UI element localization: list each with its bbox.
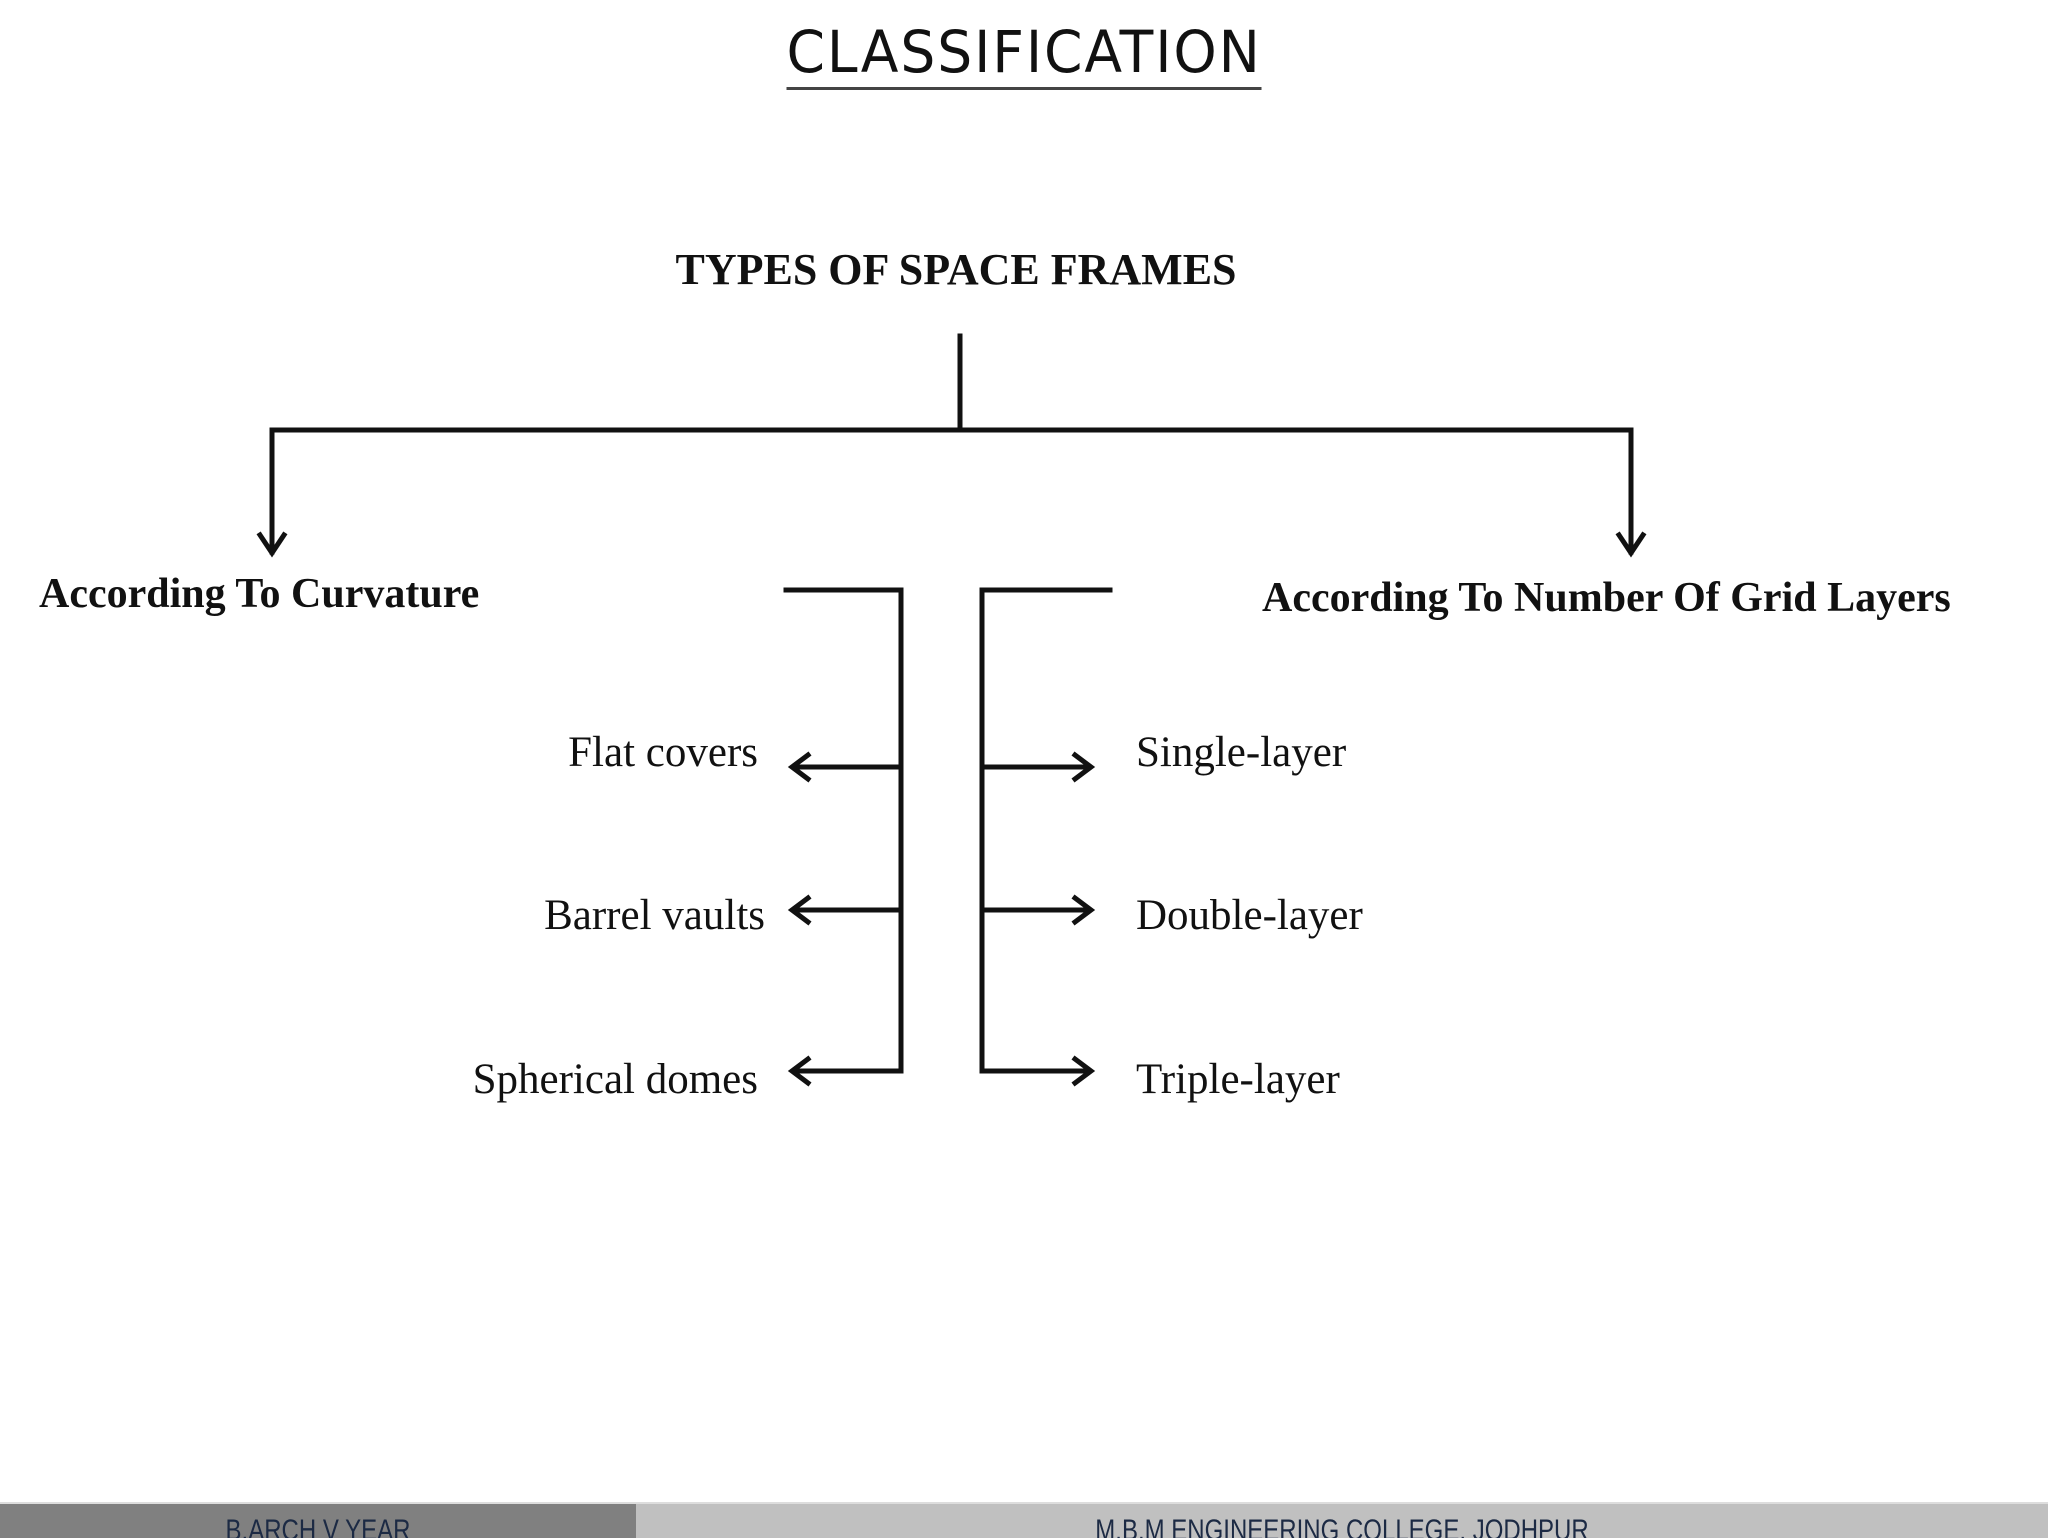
slide-title: CLASSIFICATION [0,18,2048,90]
right-bracket [979,587,1113,1074]
arrow-left-icon [787,751,812,783]
arrow-down-left-icon [256,531,288,558]
item-barrel-vaults: Barrel vaults [544,892,765,939]
item-triple-layer: Triple-layer [1136,1056,1340,1103]
arrow-right-icon [1071,1055,1096,1087]
item-flat-covers: Flat covers [568,729,758,776]
footer-course: B.ARCH V YEAR [225,1514,411,1538]
footer-left-panel: B.ARCH V YEAR [0,1504,636,1538]
arrow-left-icon [787,894,812,926]
item-single-layer: Single-layer [1136,729,1347,776]
footer-college: M.B.M ENGINEERING COLLEGE, JODHPUR [1095,1514,1589,1538]
arrow-right-icon [1071,751,1096,783]
arrow-left-icon [787,1055,812,1087]
arrow-down-right-icon [1615,531,1647,558]
arrow-right-icon [1071,894,1096,926]
category-curvature: According To Curvature [39,571,480,617]
footer: B.ARCH V YEAR M.B.M ENGINEERING COLLEGE,… [0,1502,2048,1538]
left-bracket [783,587,904,1074]
item-double-layer: Double-layer [1136,892,1363,939]
root-node: TYPES OF SPACE FRAMES [675,245,1237,294]
item-spherical-domes: Spherical domes [472,1056,758,1103]
category-grid-layers: According To Number Of Grid Layers [1262,575,1951,621]
